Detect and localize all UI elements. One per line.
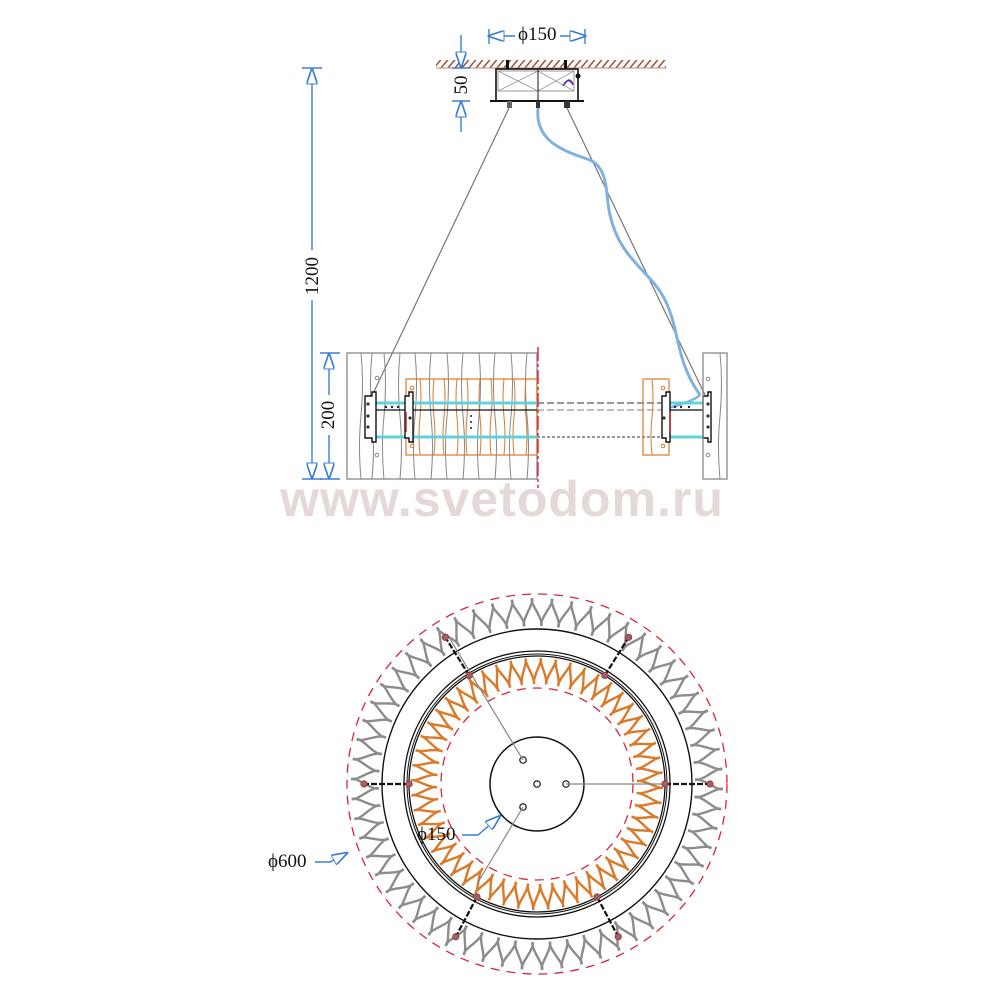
inner-wave-ring	[411, 658, 663, 910]
dim-plan-outer	[315, 853, 347, 862]
dim-plan-canopy	[462, 816, 500, 836]
suspension-wire-right	[566, 107, 706, 396]
dim-overall-height	[302, 67, 322, 480]
dim-body-height	[320, 352, 340, 480]
outer-diameter-dashed	[346, 593, 728, 975]
outer-shade-left	[346, 352, 538, 480]
bracket-left	[364, 375, 414, 458]
label-overall-height: 1200	[302, 257, 323, 295]
led-frame	[370, 401, 705, 439]
dim-canopy-diameter	[489, 29, 585, 44]
support-spokes	[360, 633, 714, 941]
dim-canopy-height	[452, 35, 470, 132]
outer-shade-right	[702, 352, 728, 480]
label-plan-canopy-diameter: ϕ150	[417, 824, 456, 845]
label-canopy-height: 50	[451, 75, 472, 95]
suspension-wire-left	[369, 107, 510, 401]
side-elevation-view	[302, 29, 728, 488]
inner-shade-left	[405, 378, 538, 456]
plan-view	[346, 593, 728, 975]
ceiling-hatch	[436, 60, 666, 68]
power-cable	[536, 107, 702, 396]
label-plan-outer-diameter: ϕ600	[268, 851, 307, 872]
bracket-right	[661, 391, 712, 443]
canopy	[490, 60, 584, 108]
label-canopy-diameter: ϕ150	[518, 24, 557, 45]
label-body-height: 200	[318, 400, 339, 430]
